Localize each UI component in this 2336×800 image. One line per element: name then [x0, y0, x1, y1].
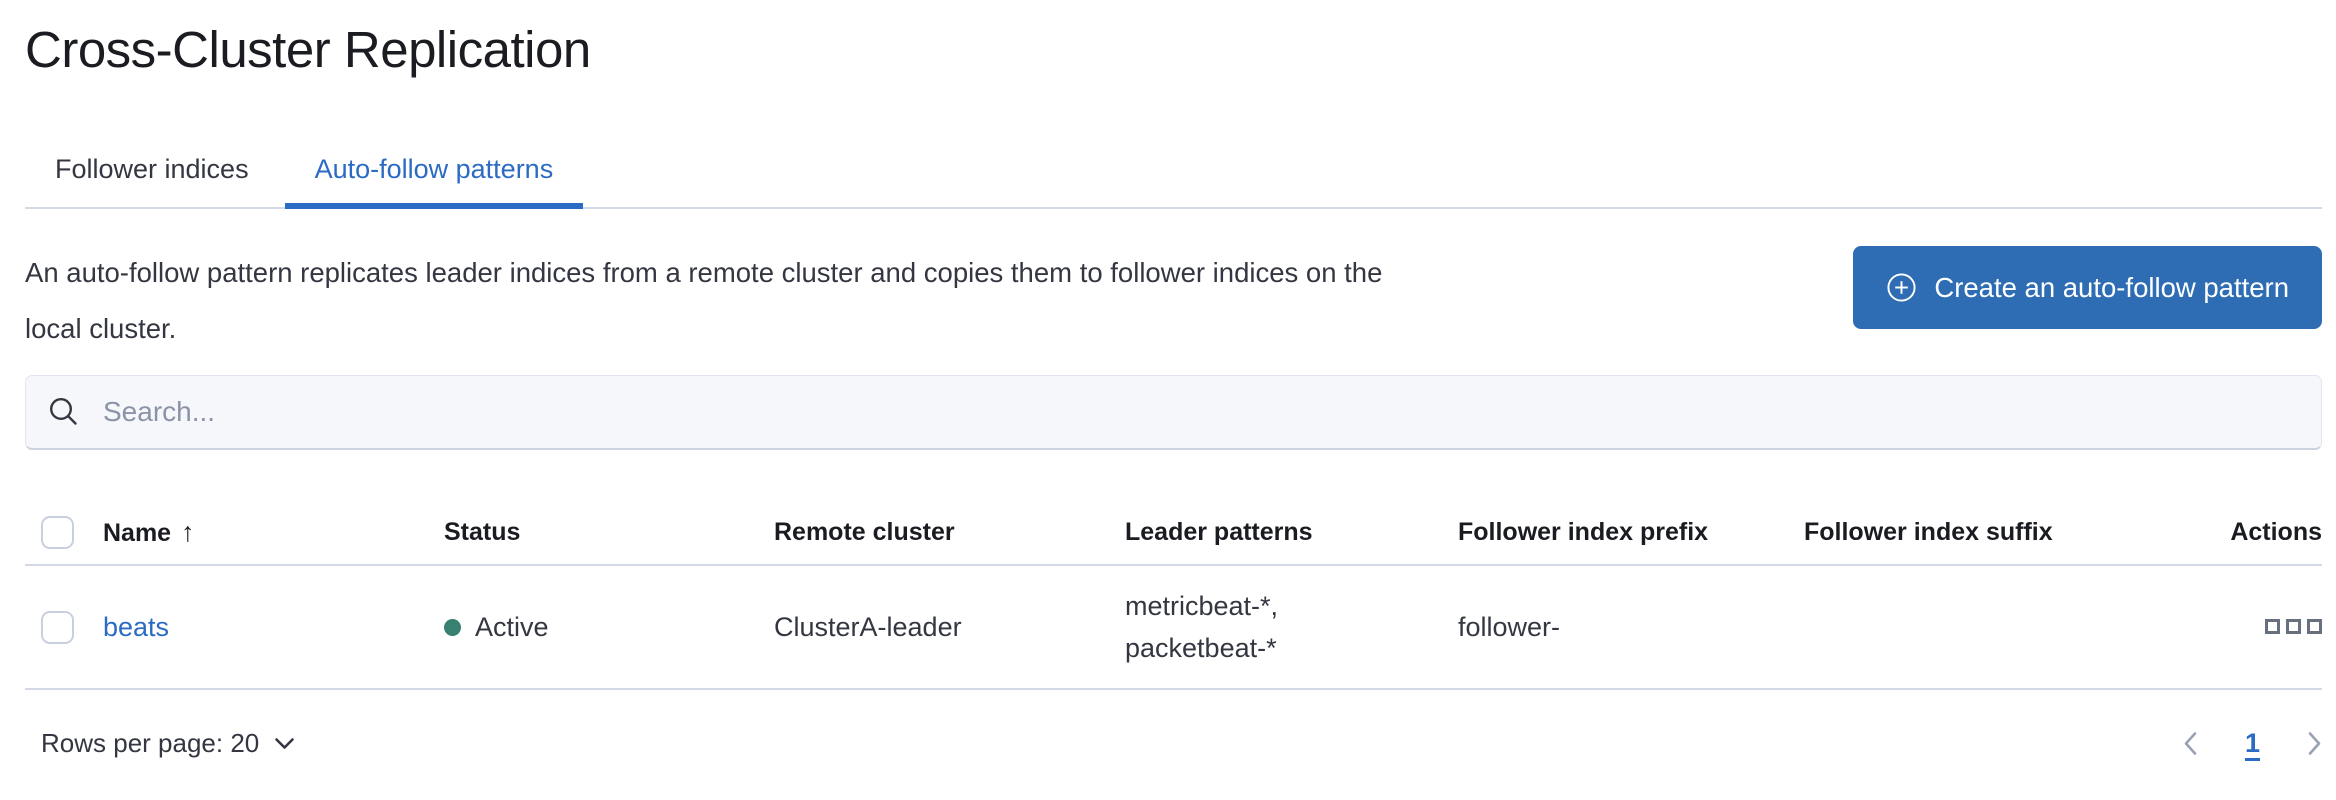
table-header-row: Name↑ Status Remote cluster Leader patte…: [25, 500, 2322, 566]
description-bar: An auto-follow pattern replicates leader…: [25, 245, 2322, 357]
select-all-checkbox[interactable]: [41, 515, 74, 549]
follower-index-prefix-cell: follower-: [1458, 611, 1561, 642]
column-header-status: Status: [444, 517, 521, 546]
page-title: Cross-Cluster Replication: [25, 21, 591, 78]
auto-follow-patterns-table: Name↑ Status Remote cluster Leader patte…: [25, 500, 2322, 690]
column-header-remote-cluster: Remote cluster: [774, 517, 955, 546]
remote-cluster-cell: ClusterA-leader: [774, 611, 962, 642]
chevron-right-icon: [2307, 731, 2322, 756]
tab-auto-follow-patterns[interactable]: Auto-follow patterns: [284, 132, 584, 209]
tab-bar: Follower indices Auto-follow patterns: [25, 132, 2322, 209]
row-checkbox-cell: [25, 610, 87, 644]
table-row: beats Active ClusterA-leader metricbeat-…: [25, 566, 2322, 690]
row-actions-button[interactable]: [2265, 619, 2322, 635]
leader-pattern-line: metricbeat-*,: [1125, 591, 1279, 621]
next-page-button[interactable]: [2307, 731, 2322, 756]
status-label: Active: [475, 611, 549, 642]
search-icon: [47, 395, 81, 429]
create-button-label: Create an auto-follow pattern: [1934, 271, 2289, 303]
rows-per-page-button[interactable]: Rows per page: 20: [25, 728, 295, 759]
row-checkbox[interactable]: [41, 610, 74, 644]
chevron-down-icon: [274, 737, 295, 750]
name-cell: beats: [87, 612, 428, 643]
cross-cluster-replication-page: Cross-Cluster Replication Follower indic…: [25, 21, 2322, 759]
plus-in-circle-icon: [1886, 272, 1917, 303]
search-bar: [25, 375, 2322, 450]
table-footer: Rows per page: 20 1: [25, 728, 2322, 759]
description-line-1: An auto-follow pattern replicates leader…: [25, 257, 1383, 288]
status-cell: Active: [428, 612, 758, 643]
leader-pattern-line: packetbeat-*: [1125, 633, 1277, 663]
previous-page-button[interactable]: [2183, 731, 2198, 756]
column-header-actions: Actions: [2230, 517, 2322, 546]
chevron-left-icon: [2183, 731, 2198, 756]
sort-ascending-icon: ↑: [181, 516, 195, 547]
create-auto-follow-pattern-button[interactable]: Create an auto-follow pattern: [1853, 246, 2322, 329]
description-line-2: local cluster.: [25, 313, 177, 344]
search-input[interactable]: [101, 395, 2300, 429]
status-active-dot-icon: [444, 618, 461, 636]
actions-cell: [2215, 619, 2322, 635]
tab-follower-indices[interactable]: Follower indices: [25, 132, 279, 209]
rows-per-page-label: Rows per page: 20: [41, 728, 260, 758]
column-header-follower-index-suffix: Follower index suffix: [1804, 517, 2053, 546]
leader-patterns-cell: metricbeat-*, packetbeat-*: [1109, 585, 1442, 669]
header-checkbox-cell: [25, 515, 87, 549]
boxes-horizontal-icon: [2265, 619, 2322, 635]
column-header-name[interactable]: Name↑: [103, 516, 195, 547]
pattern-name-link[interactable]: beats: [103, 611, 170, 642]
pagination: 1: [2183, 728, 2322, 759]
column-header-leader-patterns: Leader patterns: [1125, 517, 1313, 546]
column-header-follower-index-prefix: Follower index prefix: [1458, 517, 1709, 546]
page-number-1[interactable]: 1: [2244, 728, 2260, 758]
page-description: An auto-follow pattern replicates leader…: [25, 245, 1382, 357]
